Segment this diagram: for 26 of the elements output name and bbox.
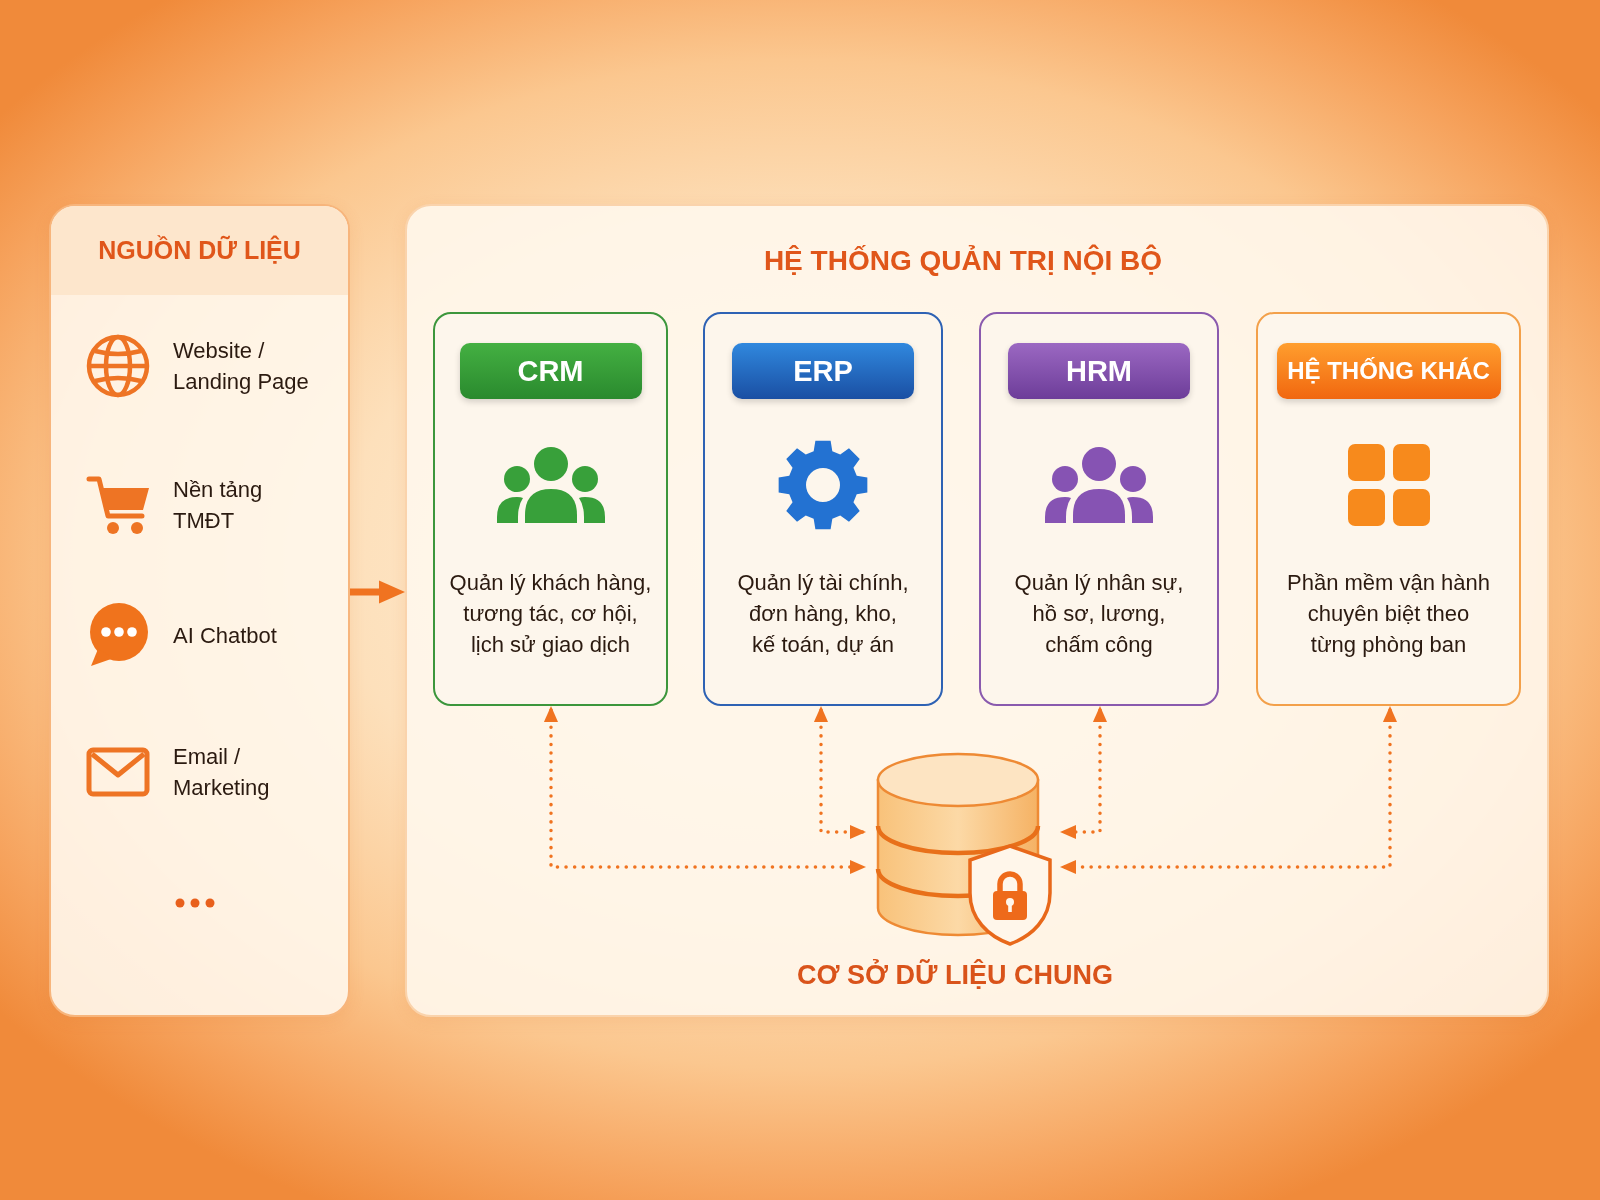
source-label: Website / Landing Page (173, 337, 310, 396)
source-label: Email / Marketing (173, 743, 271, 802)
module-card (703, 312, 943, 706)
dotted-connector (543, 704, 868, 875)
system-panel (405, 204, 1549, 1017)
source-panel (49, 204, 350, 1017)
module-description: Quản lý nhân sự, hồ sơ, lương, chấm công (1013, 569, 1185, 659)
module-card (979, 312, 1219, 706)
module-description: Quản lý tài chính, đơn hàng, kho, kế toán, dự án (736, 569, 910, 659)
module-badge: CRM (459, 343, 642, 399)
database-label: CƠ SỞ DỮ LIỆU CHUNG (797, 959, 1113, 991)
panel-heading: NGUỒN DỮ LIỆU (51, 206, 348, 295)
module-card (433, 312, 668, 706)
panel-title: HỆ THỐNG QUẢN TRỊ NỘI BỘ (763, 244, 1163, 278)
module-badge: HRM (1008, 343, 1190, 399)
module-description: Phần mềm vận hành chuyên biệt theo từng phòng ban (1286, 569, 1491, 659)
dotted-connector (813, 704, 868, 840)
module-description: Quản lý khách hàng, tương tác, cơ hội, lịch sử giao dịch (448, 569, 653, 659)
dotted-connector (1058, 704, 1108, 840)
module-card (1256, 312, 1521, 706)
source-label: Nền tảng TMĐT (173, 476, 264, 535)
dotted-connector (1058, 704, 1398, 875)
module-badge: HỆ THỐNG KHÁC (1276, 343, 1501, 399)
module-badge: ERP (732, 343, 914, 399)
arrow (350, 580, 405, 604)
source-label: AI Chatbot (173, 621, 278, 650)
